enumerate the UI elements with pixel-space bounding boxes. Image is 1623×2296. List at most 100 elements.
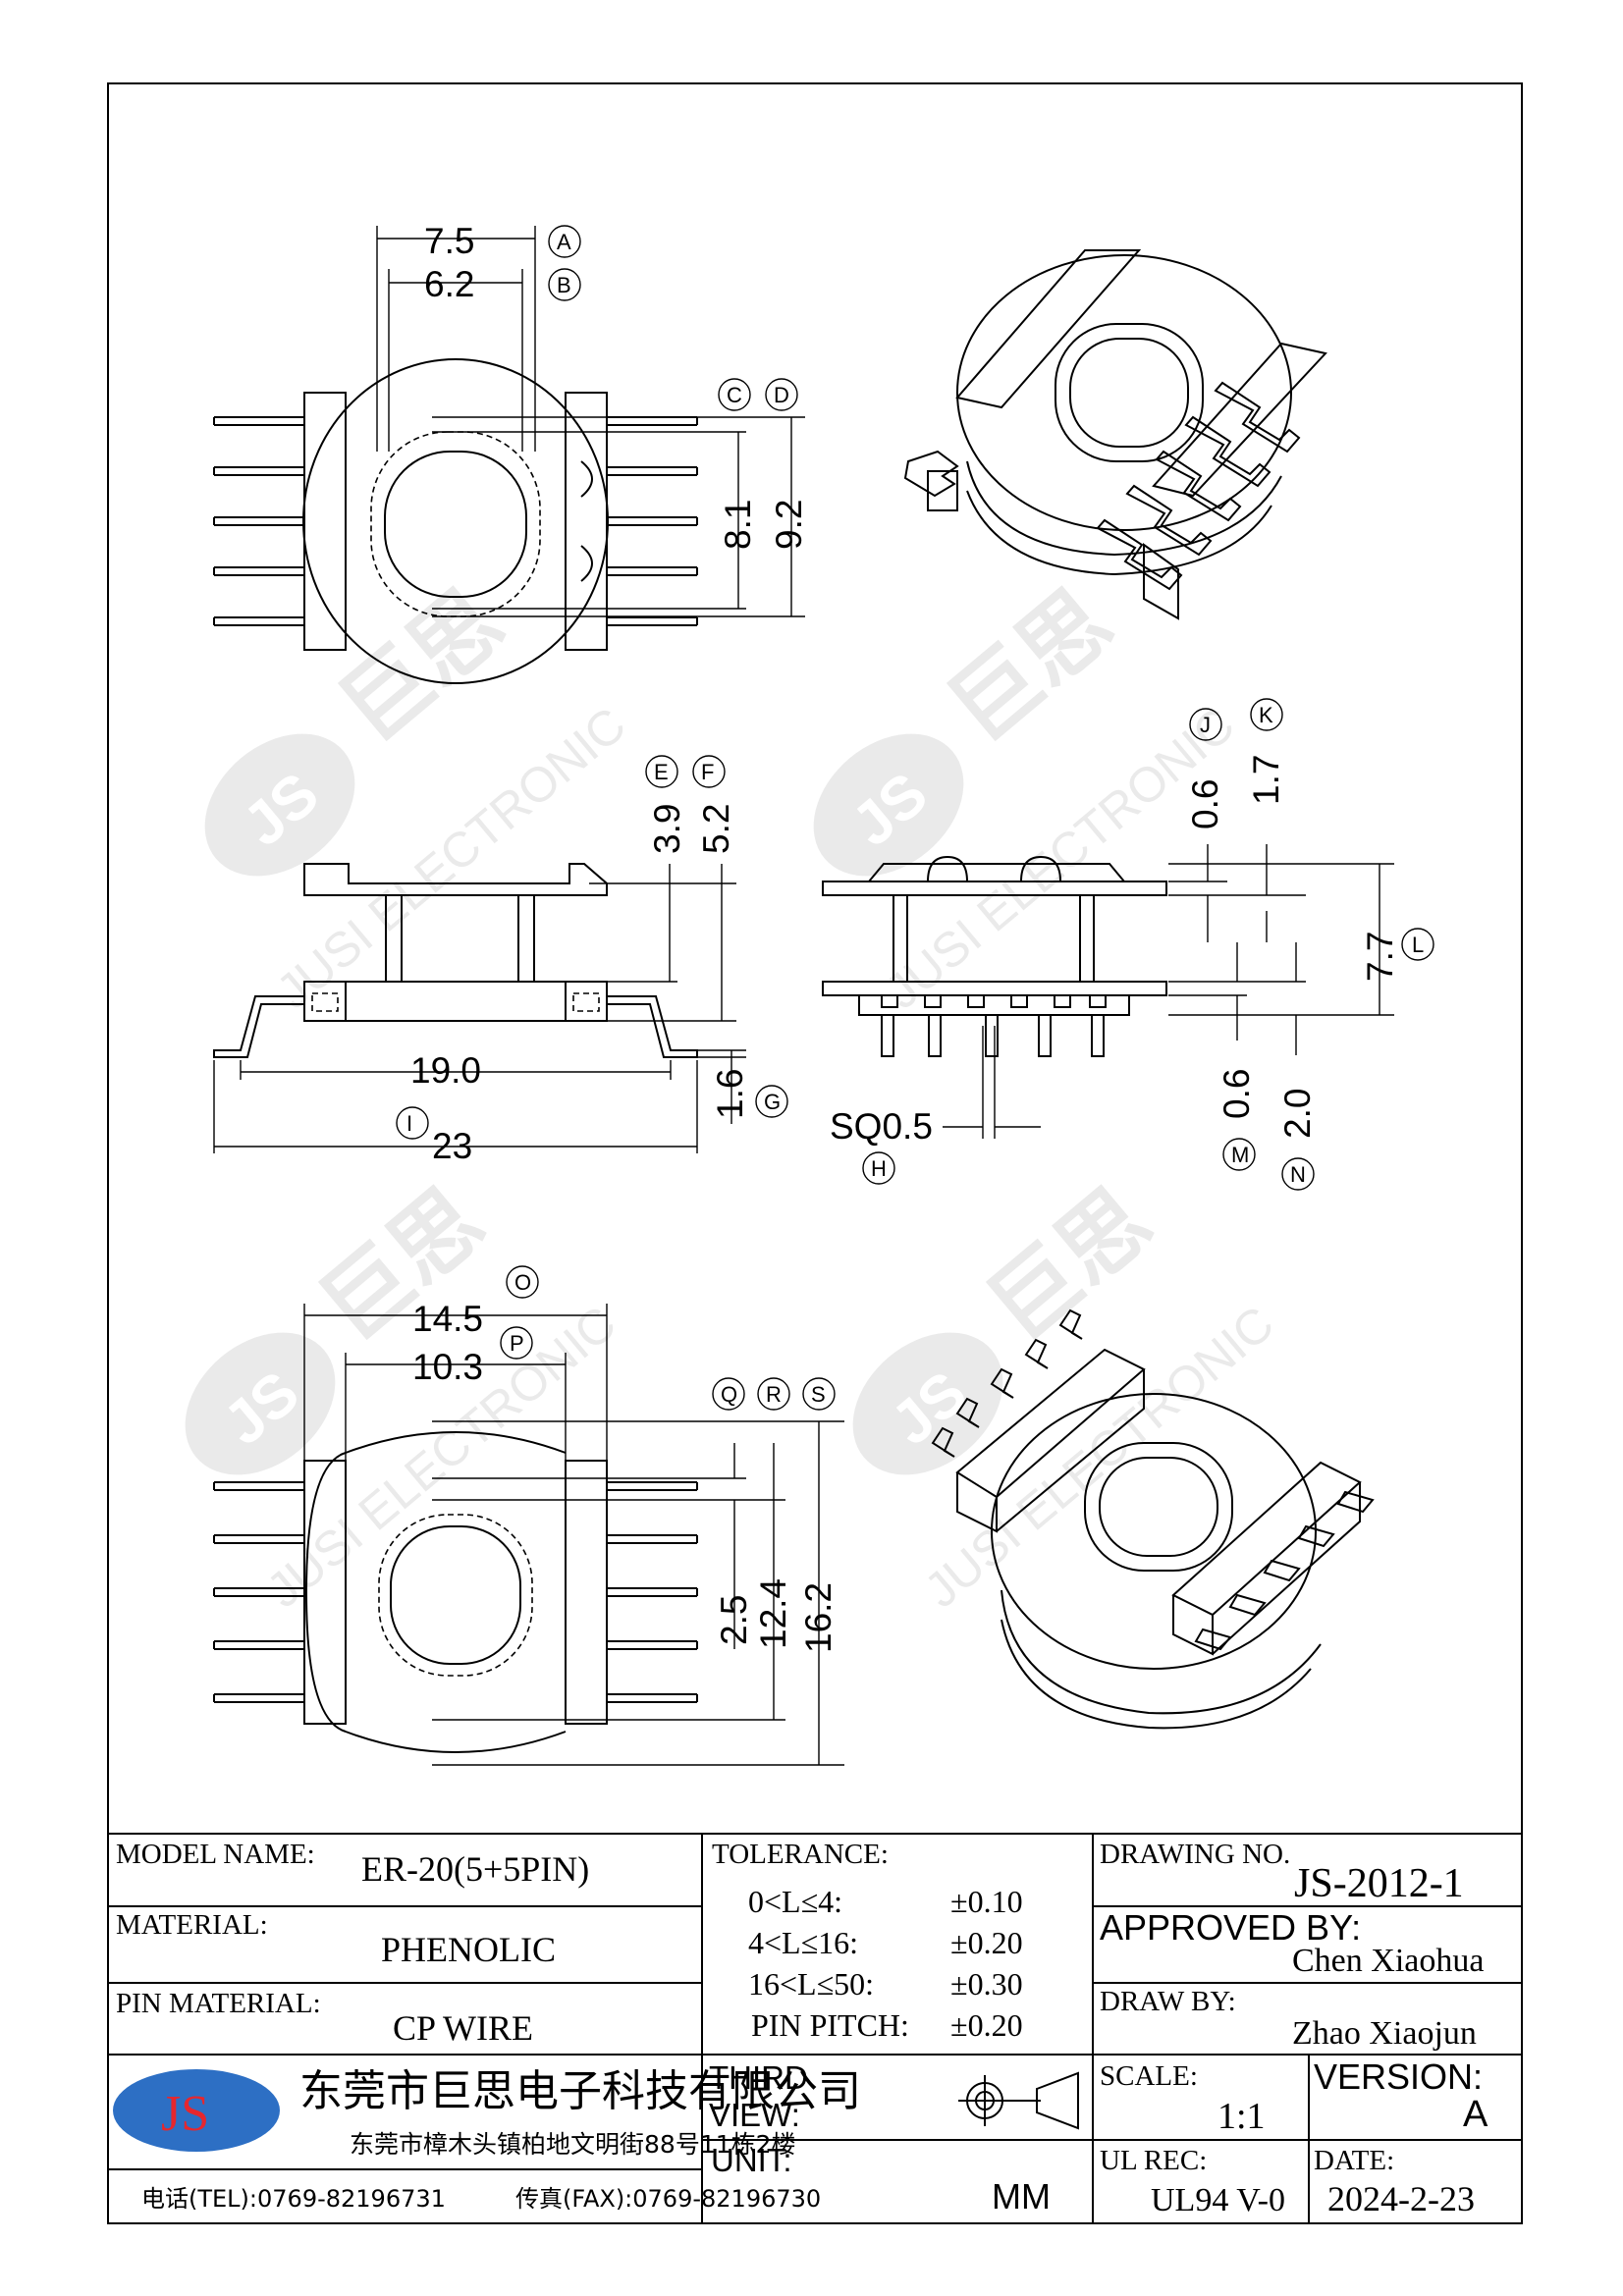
dim-0.6-bottom: 0.6 xyxy=(1217,1069,1257,1119)
material-label: MATERIAL: xyxy=(116,1909,268,1941)
circle-label xyxy=(1401,928,1434,961)
dim-2.5: 2.5 xyxy=(714,1595,754,1645)
circle-s: S xyxy=(811,1382,826,1407)
third-angle-projection-icon xyxy=(958,2071,1079,2130)
dim-10.3: 10.3 xyxy=(412,1347,483,1387)
dim-1.7: 1.7 xyxy=(1246,755,1286,805)
circle-d: D xyxy=(774,383,789,407)
circle-c: C xyxy=(727,383,742,407)
circle-m: M xyxy=(1231,1143,1249,1167)
scale-label: SCALE: xyxy=(1100,2060,1198,2092)
ul-label: UL REC: xyxy=(1100,2145,1207,2176)
dim-2.0: 2.0 xyxy=(1277,1089,1318,1139)
dim-12.4: 12.4 xyxy=(753,1578,793,1649)
circle-k: K xyxy=(1259,703,1273,727)
circle-label xyxy=(757,1377,790,1411)
company-address: 东莞市樟木头镇柏地文明街88号11栋2楼 xyxy=(350,2130,796,2159)
pin-material-label: PIN MATERIAL: xyxy=(116,1988,321,2019)
circle-f: F xyxy=(701,760,714,784)
company-logo xyxy=(113,2069,280,2152)
iso-view-bottom xyxy=(931,1308,1375,1730)
date-value: 2024-2-23 xyxy=(1327,2179,1475,2218)
circle-label xyxy=(396,1106,429,1140)
circle-label xyxy=(862,1151,895,1185)
third-view-label-2: VIEW: xyxy=(709,2097,800,2133)
dim-23: 23 xyxy=(432,1126,472,1166)
watermark-2: JS 巨思 JUSI ELECTRONIC xyxy=(813,572,1245,1019)
dim-0.6-top: 0.6 xyxy=(1185,779,1225,829)
front-view xyxy=(822,844,1394,1139)
circle-label xyxy=(1222,1138,1256,1171)
dim-8.1: 8.1 xyxy=(718,500,758,550)
model-name-label: MODEL NAME: xyxy=(116,1839,315,1870)
circle-label xyxy=(1189,708,1222,741)
dim-3.9: 3.9 xyxy=(647,804,687,854)
drawing-no-label: DRAWING NO. xyxy=(1100,1839,1290,1870)
circle-label xyxy=(506,1265,539,1299)
model-name: ER-20(5+5PIN) xyxy=(361,1849,589,1889)
circle-label xyxy=(712,1377,745,1411)
circle-label xyxy=(802,1377,836,1411)
circle-label xyxy=(755,1085,788,1118)
circle-l: L xyxy=(1412,933,1424,957)
draw-label: DRAW BY: xyxy=(1100,1986,1236,2017)
circle-o: O xyxy=(514,1270,531,1295)
material-value: PHENOLIC xyxy=(381,1930,556,1969)
circle-label xyxy=(765,378,798,411)
tolerance-range-1: 0<L≤4: xyxy=(748,1884,842,1919)
circle-label xyxy=(718,378,751,411)
circle-n: N xyxy=(1290,1162,1306,1187)
version-label: VERSION: xyxy=(1314,2056,1483,2097)
circle-h: H xyxy=(871,1156,887,1181)
circle-label xyxy=(548,225,581,258)
circle-i: I xyxy=(406,1111,412,1136)
watermark-cn: 巨思 xyxy=(323,572,521,761)
side-view xyxy=(213,863,746,1153)
date-label: DATE: xyxy=(1314,2145,1394,2176)
dim-7.5: 7.5 xyxy=(424,221,474,261)
dim-9.2: 9.2 xyxy=(769,500,809,550)
watermark-1: JS 巨思 JUSI ELECTRONIC xyxy=(204,572,636,1019)
company-name: 东莞市巨思电子科技有限公司 xyxy=(299,2066,861,2116)
unit-label: UNIT: xyxy=(711,2142,792,2178)
company-fax: 传真(FAX):0769-82196730 xyxy=(515,2185,821,2213)
approved-by: Chen Xiaohua xyxy=(1292,1943,1484,1979)
dim-7.7: 7.7 xyxy=(1360,932,1400,982)
ul-value: UL94 V-0 xyxy=(1151,2182,1285,2218)
circle-label xyxy=(1250,698,1283,731)
drawing-no: JS-2012-1 xyxy=(1294,1861,1464,1906)
drawing-border xyxy=(107,82,1523,2224)
company-logo-text: JS xyxy=(161,2086,209,2142)
tolerance-value-3: ±0.30 xyxy=(950,1966,1023,2002)
draw-by: Zhao Xiaojun xyxy=(1292,2015,1477,2052)
circle-g: G xyxy=(764,1090,781,1114)
circle-b: B xyxy=(557,273,571,297)
scale-value: 1:1 xyxy=(1217,2096,1266,2137)
pin-material-value: CP WIRE xyxy=(393,2008,533,2048)
top-view xyxy=(213,226,805,684)
tolerance-range-2: 4<L≤16: xyxy=(748,1925,858,1960)
circle-j: J xyxy=(1200,713,1211,737)
watermark-cn: 巨思 xyxy=(932,572,1130,761)
circle-r: R xyxy=(766,1382,782,1407)
circle-p: P xyxy=(510,1331,524,1356)
dim-14.5: 14.5 xyxy=(412,1299,483,1339)
company-tel: 电话(TEL):0769-82196731 xyxy=(141,2185,446,2213)
version-value: A xyxy=(1463,2094,1488,2135)
circle-label xyxy=(692,755,726,788)
circle-label xyxy=(548,268,581,301)
dim-1.6: 1.6 xyxy=(710,1069,750,1119)
unit-value: MM xyxy=(992,2176,1051,2216)
watermark-3: JS 巨思 JUSI ELECTRONIC xyxy=(185,1171,626,1618)
dim-16.2: 16.2 xyxy=(798,1582,839,1653)
tolerance-value-2: ±0.20 xyxy=(950,1925,1023,1960)
dim-sq0.5: SQ0.5 xyxy=(830,1106,933,1147)
third-view-label-1: THIRD xyxy=(709,2059,808,2096)
approved-label: APPROVED BY: xyxy=(1100,1907,1361,1948)
dim-5.2: 5.2 xyxy=(696,804,736,854)
circle-q: Q xyxy=(721,1382,737,1407)
iso-view-top xyxy=(903,249,1327,620)
dim-6.2: 6.2 xyxy=(424,264,474,304)
circle-e: E xyxy=(654,760,669,784)
